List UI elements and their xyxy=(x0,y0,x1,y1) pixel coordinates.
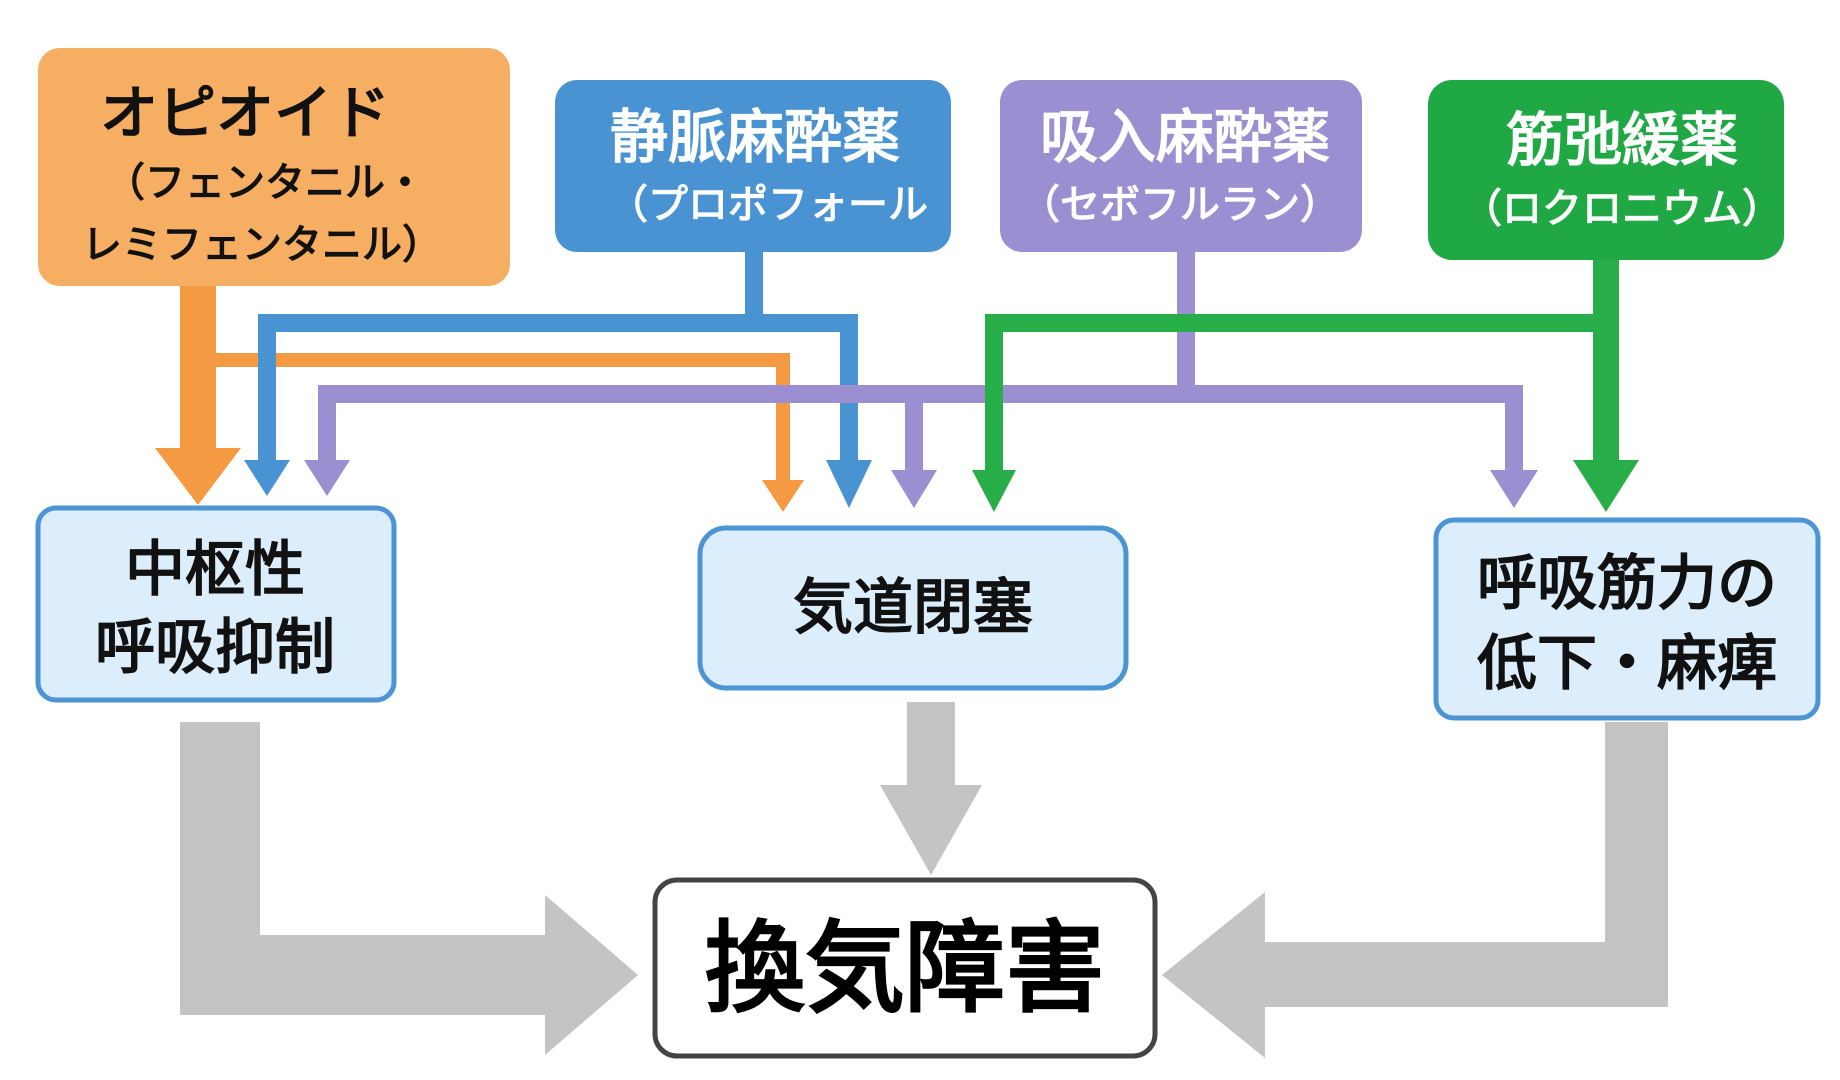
effect-box-central: 中枢性 呼吸抑制 xyxy=(35,505,397,703)
drug-box-relaxant: 筋弛緩薬 （ロクロニウム） xyxy=(1428,80,1784,260)
central-effect-line2: 呼吸抑制 xyxy=(95,613,335,683)
inhaled-connectors xyxy=(304,245,1538,508)
effect-box-airway: 気道閉塞 xyxy=(697,525,1129,691)
iv-subtitle: （プロポフォール xyxy=(608,182,928,228)
iv-connectors xyxy=(244,245,872,508)
opioid-subtitle-line2: レミフェンタニル） xyxy=(82,222,442,268)
airway-effect-label: 気道閉塞 xyxy=(793,573,1033,643)
effect-box-muscle: 呼吸筋力の 低下・麻痺 xyxy=(1433,517,1821,721)
inhaled-title: 吸入麻酔薬 xyxy=(1040,103,1330,171)
muscle-effect-line2: 低下・麻痺 xyxy=(1477,629,1777,699)
opioid-title: オピオイド xyxy=(100,79,390,147)
iv-title: 静脈麻酔薬 xyxy=(610,103,900,171)
drug-box-inhaled: 吸入麻酔薬 （セボフルラン） xyxy=(1000,80,1362,252)
flow-arrow-airway-to-result xyxy=(880,702,982,875)
result-box: 換気障害 xyxy=(652,877,1158,1059)
muscle-effect-line1: 呼吸筋力の xyxy=(1477,549,1777,619)
relaxant-title: 筋弛緩薬 xyxy=(1506,106,1738,174)
drug-box-iv: 静脈麻酔薬 （プロポフォール xyxy=(555,80,951,252)
central-effect-line1: 中枢性 xyxy=(125,535,305,605)
flow-arrows xyxy=(180,702,1668,1058)
opioid-connectors xyxy=(155,285,804,512)
result-label: 換気障害 xyxy=(705,910,1105,1027)
relaxant-subtitle: （ロクロニウム） xyxy=(1462,186,1782,232)
drug-box-opioid: オピオイド （フェンタニル・ レミフェンタニル） xyxy=(38,48,510,286)
flow-arrow-central-to-result xyxy=(180,722,638,1055)
relaxant-connectors xyxy=(972,255,1639,512)
inhaled-subtitle: （セボフルラン） xyxy=(1020,182,1340,228)
flow-arrow-muscle-to-result xyxy=(1162,722,1668,1058)
opioid-subtitle-line1: （フェンタニル・ xyxy=(105,160,425,206)
